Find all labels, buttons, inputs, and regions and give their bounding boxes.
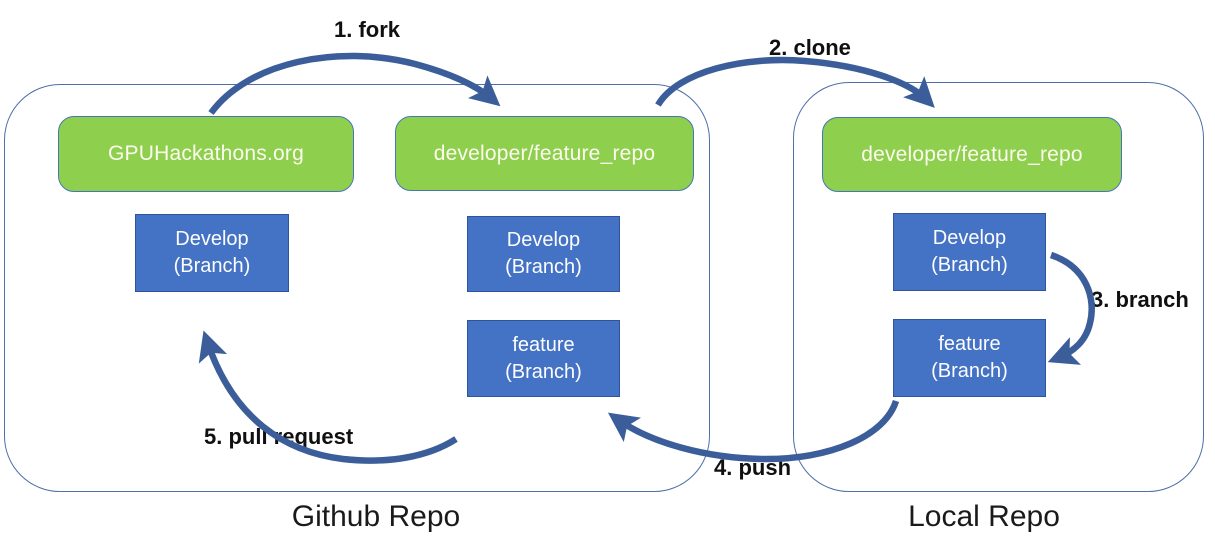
github-fork-repo-label: developer/feature_repo [433, 141, 656, 165]
gpuhackathons-repo-label: GPUHackathons.org [108, 142, 304, 165]
clone-step-label: 2. clone [769, 35, 851, 60]
fork-step-label: 1. fork [334, 17, 401, 42]
branch-step-label: 3. branch [1091, 287, 1189, 312]
github-fork-develop-branch-box: Develop (Branch) [467, 216, 620, 292]
github-fork-feature-branch-box: feature (Branch) [467, 320, 620, 397]
push-step-label: 4. push [714, 455, 792, 480]
local-feature-branch-box: feature (Branch) [893, 319, 1046, 397]
local-repo-caption: Local Repo [908, 500, 1060, 533]
local-repo-container [793, 82, 1204, 492]
pull-request-step-label: 5. pull request [204, 424, 354, 449]
github-origin-develop-branch-box: Develop (Branch) [135, 214, 289, 292]
github-fork-repo-box: developer/feature_repo [395, 116, 694, 191]
github-repo-caption: Github Repo [291, 500, 461, 533]
local-clone-repo-label: developer/feature_repo [861, 142, 1083, 166]
gpuhackathons-repo-box: GPUHackathons.org [58, 116, 354, 192]
local-develop-branch-box: Develop (Branch) [893, 213, 1046, 291]
local-clone-repo-box: developer/feature_repo [822, 117, 1122, 192]
